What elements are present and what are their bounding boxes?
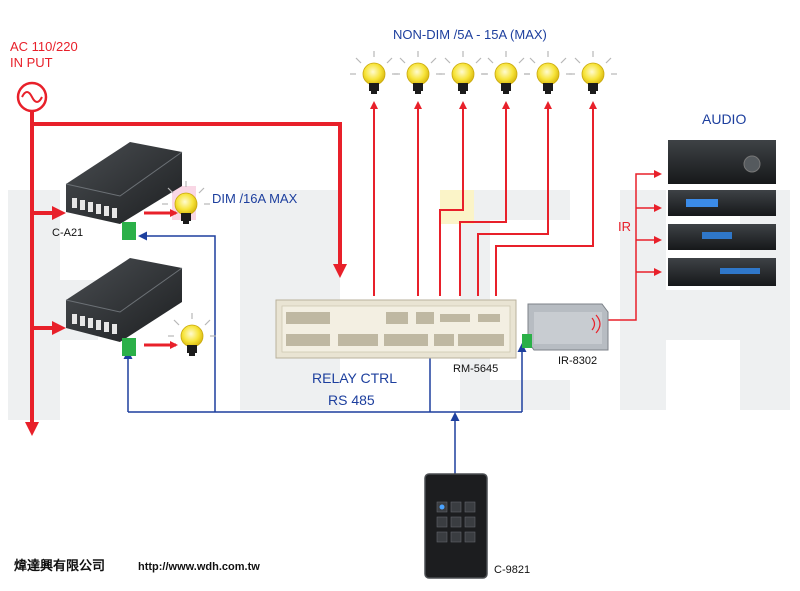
company-url: http://www.wdh.com.tw: [138, 561, 260, 573]
ac-input-label-line1: AC 110/220: [10, 39, 78, 54]
ir-label: IR: [618, 219, 631, 234]
rs485-label: RS 485: [328, 392, 375, 408]
dimmer-unit-top: [65, 142, 183, 240]
dim-label: DIM /16A MAX: [212, 191, 298, 206]
relay-controller: [275, 299, 517, 359]
power-bus: [25, 111, 347, 436]
ac-input-label-line2: IN PUT: [10, 55, 53, 70]
audio-label: AUDIO: [702, 111, 747, 127]
ir-model-label: IR-8302: [558, 355, 598, 367]
bulb-icon-3: [438, 50, 488, 95]
audio-stack: [668, 140, 776, 286]
bulb-icon-4: [481, 50, 531, 95]
ir-unit: [522, 303, 609, 351]
bulb-icon-1: [349, 50, 399, 95]
dimmer-model-label: C-A21: [52, 227, 84, 239]
ac-source-icon: [16, 81, 48, 113]
bulb-icon-6: [568, 50, 618, 95]
rm-model-label: RM-5645: [453, 363, 499, 375]
bulb-icon-2: [393, 50, 443, 95]
ir-outputs: [604, 170, 662, 321]
non-dim-label: NON-DIM /5A - 15A (MAX): [393, 27, 547, 42]
bulb-icon-dim-2: [167, 312, 217, 357]
relay-ctrl-label: RELAY CTRL: [312, 370, 398, 386]
panel-model-label: C-9821: [494, 564, 531, 576]
dimmer-outputs: [144, 209, 178, 349]
dimmer-unit-bottom: [65, 258, 183, 356]
keypad-panel: [424, 473, 488, 579]
bulb-icon-5: [523, 50, 573, 95]
company-name: 煒達興有限公司: [14, 559, 106, 574]
relay-outputs: [370, 101, 597, 296]
